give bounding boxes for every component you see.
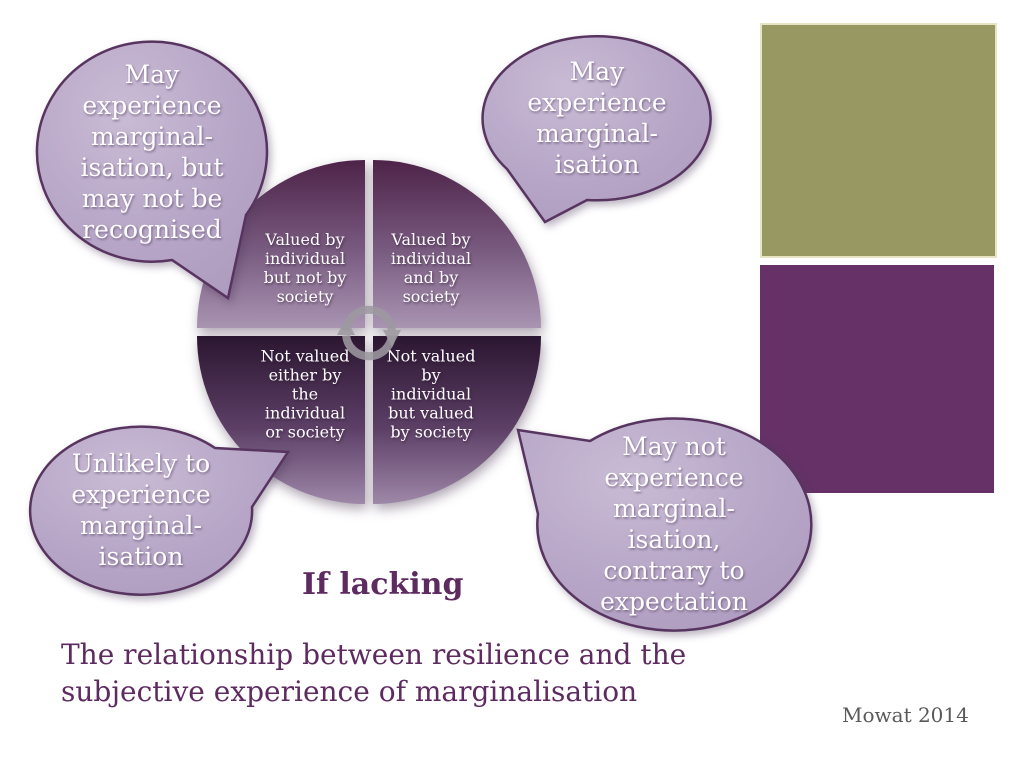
speech-bubble-shape: [35, 40, 269, 301]
speech-bubble-text: Unlikely to experience marginal- isation: [71, 449, 211, 571]
citation: Mowat 2014: [842, 703, 969, 727]
speech-bubble-shape: [516, 417, 813, 632]
speech-bubble-text: May experience marginal- isation, but ma…: [80, 60, 224, 244]
speech-bubble-text: May experience marginal- isation: [527, 57, 667, 179]
speech-bubble-text: May not experience marginal- isation, co…: [600, 432, 748, 616]
quadrant-top-right-label: Valued by individual and by society: [390, 230, 472, 306]
if-lacking-label: If lacking: [302, 567, 464, 602]
quadrant-diagram: [197, 160, 541, 504]
speech-bubble-top-center: [478, 28, 723, 242]
speech-bubble-shape: [28, 425, 291, 596]
quadrant-bottom-right-label: Not valued by individual but valued by s…: [386, 346, 476, 442]
purple-swatch: [760, 265, 994, 493]
speech-bubble-bottom-left: [25, 418, 300, 612]
speech-bubble-shape: [481, 35, 712, 224]
speech-bubble-bottom-right: [508, 412, 823, 646]
cycle-arrows-icon: [337, 305, 401, 361]
quadrant-top-left-label: Valued by individual but not by society: [263, 230, 347, 306]
slide-title: The relationship between resilience and …: [61, 638, 687, 708]
quadrant-bottom-left-label: Not valued either by the individual or s…: [260, 346, 350, 442]
speech-bubble-top-left: [30, 35, 300, 349]
olive-swatch: [760, 23, 997, 258]
